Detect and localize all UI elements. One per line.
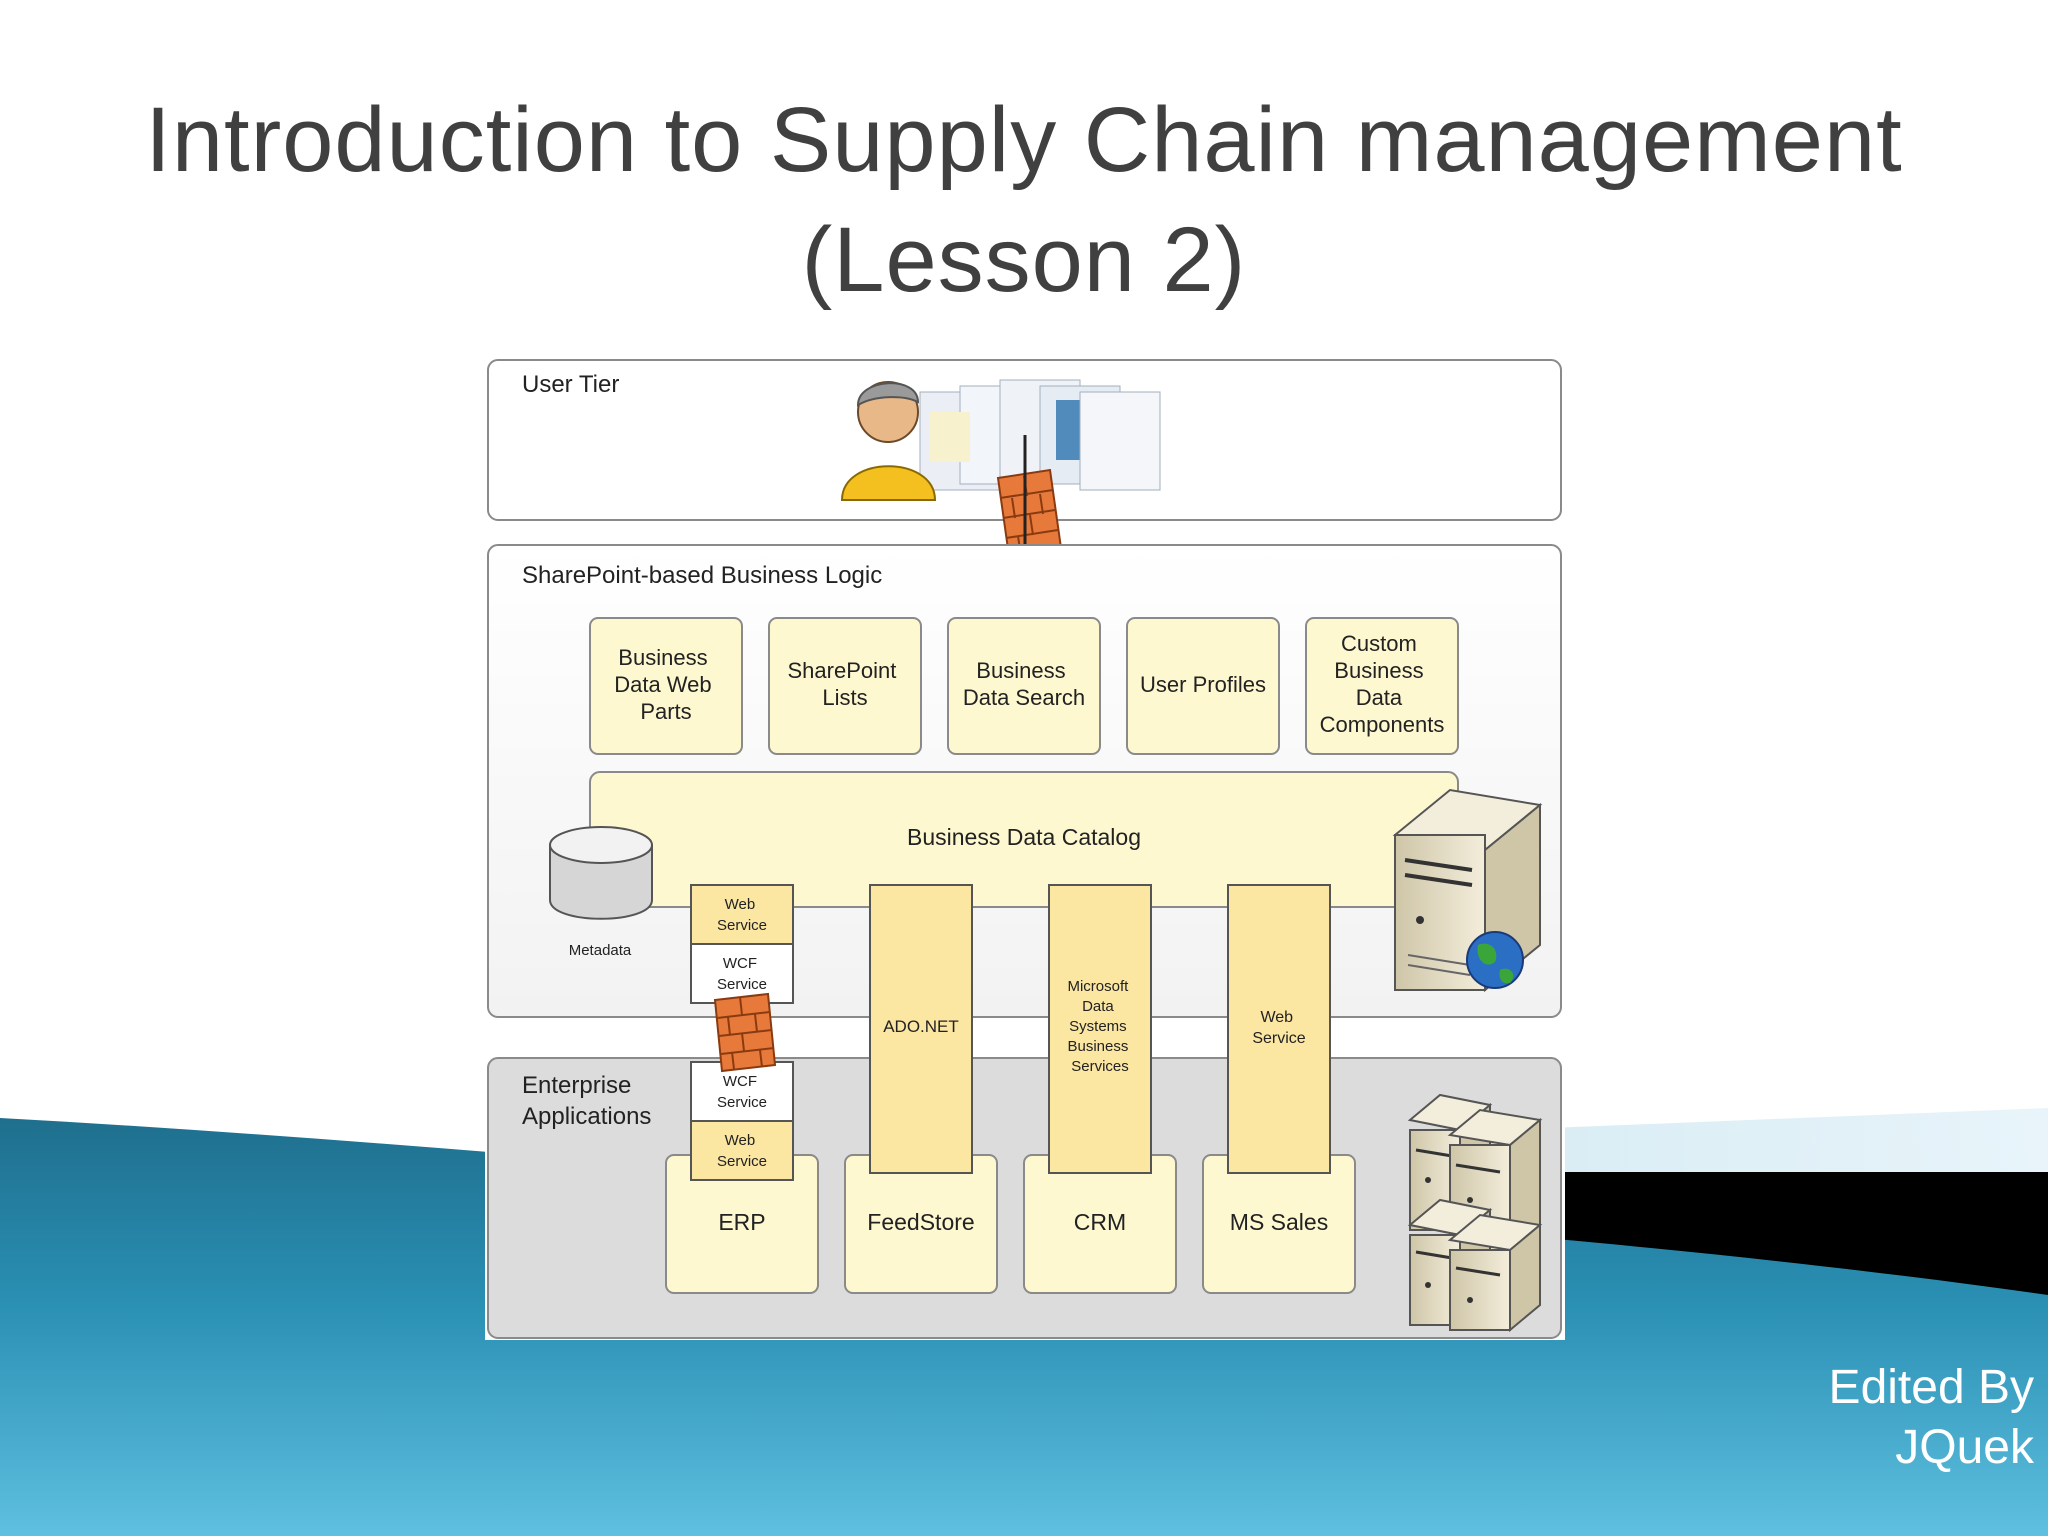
erp-service-stack: Web Service WCF Service WCF Service Web … bbox=[690, 884, 794, 1181]
enterprise-label-line2: Applications bbox=[522, 1103, 651, 1130]
connector-mdsbs-label: Microsoft Data Systems Business Services bbox=[1067, 978, 1132, 1075]
component-box bbox=[589, 617, 743, 755]
connector-line: Data bbox=[1082, 998, 1114, 1015]
service-line: Service bbox=[717, 976, 767, 993]
connector-mdsbs bbox=[1048, 884, 1152, 1174]
component-line: Parts bbox=[640, 699, 691, 724]
web-service-top-box bbox=[690, 884, 794, 945]
app-label-feedstore: FeedStore bbox=[867, 1209, 974, 1235]
component-box bbox=[1126, 617, 1280, 755]
connector-line: Systems bbox=[1069, 1018, 1127, 1035]
app-label-ms-sales: MS Sales bbox=[1230, 1209, 1328, 1235]
service-line: Web bbox=[725, 1132, 756, 1149]
server-cluster-icon bbox=[1407, 1093, 1543, 1333]
app-label-erp: ERP bbox=[718, 1209, 765, 1235]
connector-line: Business bbox=[1067, 1038, 1128, 1055]
service-line: Web bbox=[725, 896, 756, 913]
component-line: Data Search bbox=[963, 685, 1085, 710]
catalog-label: Business Data Catalog bbox=[907, 824, 1141, 850]
component-line: Lists bbox=[822, 685, 867, 710]
connector-web-service bbox=[1227, 884, 1331, 1174]
web-service-bottom-box bbox=[690, 1120, 794, 1181]
component-boxes: Business Data Web Parts SharePoint Lists… bbox=[589, 617, 1459, 755]
slide-title-line1: Introduction to Supply Chain management bbox=[145, 89, 1903, 191]
component-custom-business-data-components: Custom Business Data Components bbox=[1320, 631, 1445, 737]
wcf-service-top-box bbox=[690, 943, 794, 1004]
connector-line: Microsoft bbox=[1067, 978, 1129, 995]
connector-line: Services bbox=[1071, 1058, 1129, 1075]
app-boxes: ERP FeedStore CRM MS Sales bbox=[665, 1154, 1356, 1294]
component-line: Business bbox=[1334, 658, 1423, 683]
component-line: Custom bbox=[1341, 631, 1417, 656]
wcf-service-top-label: WCF Service bbox=[717, 955, 767, 993]
connector-columns: ADO.NET Microsoft Data Systems Business … bbox=[869, 884, 1331, 1174]
component-line: Data bbox=[1356, 685, 1403, 710]
metadata-label: Metadata bbox=[569, 942, 632, 959]
component-line: Business bbox=[976, 658, 1065, 683]
web-service-top-label: Web Service bbox=[717, 896, 767, 934]
component-line: Business bbox=[618, 645, 707, 670]
component-user-profiles: User Profiles bbox=[1140, 672, 1266, 697]
component-line: Data Web bbox=[614, 672, 711, 697]
logic-tier-label: SharePoint-based Business Logic bbox=[522, 562, 882, 589]
app-label-crm: CRM bbox=[1074, 1209, 1126, 1235]
service-line: Service bbox=[717, 1153, 767, 1170]
connector-line: Web bbox=[1260, 1009, 1293, 1026]
component-line: Components bbox=[1320, 712, 1445, 737]
credit-line2: JQuek bbox=[1895, 1421, 2034, 1474]
component-line: User Profiles bbox=[1140, 672, 1266, 697]
credit-line1: Edited By bbox=[1828, 1361, 2034, 1414]
service-line: Service bbox=[717, 1094, 767, 1111]
service-line: WCF bbox=[723, 1073, 757, 1090]
slide-title-line2: (Lesson 2) bbox=[801, 209, 1247, 311]
database-icon bbox=[549, 826, 653, 920]
component-box bbox=[947, 617, 1101, 755]
component-business-data-search: Business Data Search bbox=[963, 658, 1085, 710]
enterprise-label: Enterprise Applications bbox=[522, 1072, 651, 1130]
firewall-icon bbox=[713, 992, 777, 1073]
connector-line: Service bbox=[1252, 1030, 1305, 1047]
component-business-data-web-parts: Business Data Web Parts bbox=[614, 645, 718, 724]
service-line: Service bbox=[717, 917, 767, 934]
connector-web-service-label: Web Service bbox=[1252, 1009, 1305, 1047]
enterprise-label-line1: Enterprise bbox=[522, 1072, 631, 1099]
component-box bbox=[768, 617, 922, 755]
web-service-bottom-label: Web Service bbox=[717, 1132, 767, 1170]
wcf-service-bottom-box bbox=[690, 1061, 794, 1122]
slide-title: Introduction to Supply Chain management … bbox=[0, 80, 2048, 320]
component-line: SharePoint bbox=[788, 658, 897, 683]
connector-ado-net bbox=[869, 884, 973, 1174]
credit-text: Edited By JQuek bbox=[1829, 1358, 2034, 1478]
connector-label: ADO.NET bbox=[883, 1017, 959, 1036]
user-icon bbox=[840, 379, 1161, 501]
wcf-service-bottom-label: WCF Service bbox=[717, 1073, 767, 1111]
service-line: WCF bbox=[723, 955, 757, 972]
component-box bbox=[1305, 617, 1459, 755]
server-globe-icon bbox=[1392, 788, 1543, 993]
component-sharepoint-lists: SharePoint Lists bbox=[788, 658, 903, 710]
user-tier-label: User Tier bbox=[522, 371, 619, 398]
